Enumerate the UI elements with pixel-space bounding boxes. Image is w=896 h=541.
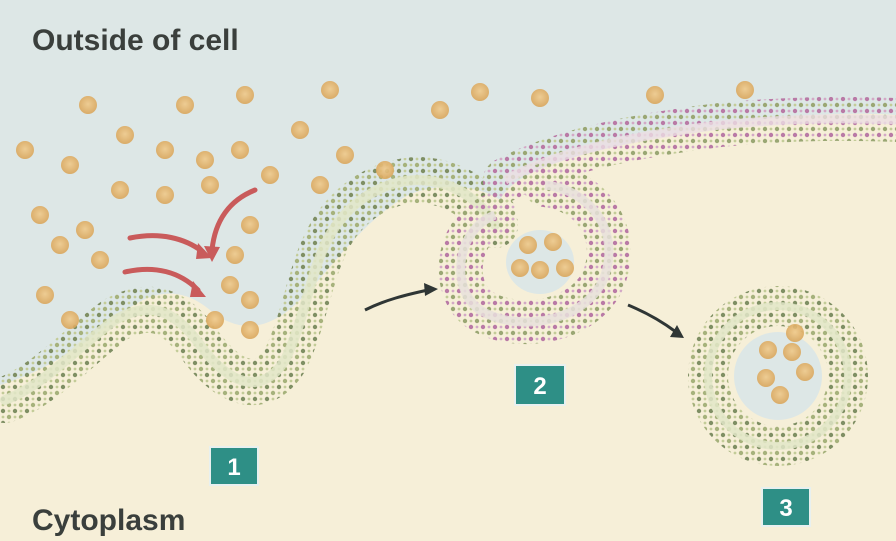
particle	[201, 176, 219, 194]
particle	[226, 246, 244, 264]
step-badge-1: 1	[210, 447, 258, 485]
particle	[156, 186, 174, 204]
step-badge-2: 2	[515, 365, 565, 405]
step-badge-3: 3	[762, 488, 810, 526]
particle	[519, 236, 537, 254]
particle	[91, 251, 109, 269]
particle	[51, 236, 69, 254]
particle	[376, 161, 394, 179]
particle	[241, 321, 259, 339]
particle	[221, 276, 239, 294]
particle	[231, 141, 249, 159]
particle	[241, 291, 259, 309]
particle	[511, 259, 529, 277]
particle	[196, 151, 214, 169]
particle	[556, 259, 574, 277]
particle	[786, 324, 804, 342]
label-outside-of-cell: Outside of cell	[32, 24, 239, 57]
particle	[336, 146, 354, 164]
step-badge-1-number: 1	[227, 454, 240, 481]
particle	[291, 121, 309, 139]
particle	[321, 81, 339, 99]
particle	[783, 343, 801, 361]
particle	[757, 369, 775, 387]
particle	[156, 141, 174, 159]
particle	[431, 101, 449, 119]
particle	[736, 81, 754, 99]
particle	[206, 311, 224, 329]
particle	[61, 156, 79, 174]
particle	[116, 126, 134, 144]
particle	[76, 221, 94, 239]
step-badge-2-number: 2	[533, 373, 546, 400]
particle	[31, 206, 49, 224]
particle	[36, 286, 54, 304]
particle	[646, 86, 664, 104]
particle	[531, 261, 549, 279]
particle	[79, 96, 97, 114]
particle	[176, 96, 194, 114]
particle	[311, 176, 329, 194]
particle	[544, 233, 562, 251]
particle	[241, 216, 259, 234]
particle	[796, 363, 814, 381]
particle	[759, 341, 777, 359]
particle	[531, 89, 549, 107]
particle	[261, 166, 279, 184]
particle	[771, 386, 789, 404]
particle	[61, 311, 79, 329]
particle	[111, 181, 129, 199]
label-cytoplasm: Cytoplasm	[32, 504, 185, 537]
particle	[236, 86, 254, 104]
particle	[471, 83, 489, 101]
step-badge-3-number: 3	[779, 495, 792, 522]
particle	[16, 141, 34, 159]
